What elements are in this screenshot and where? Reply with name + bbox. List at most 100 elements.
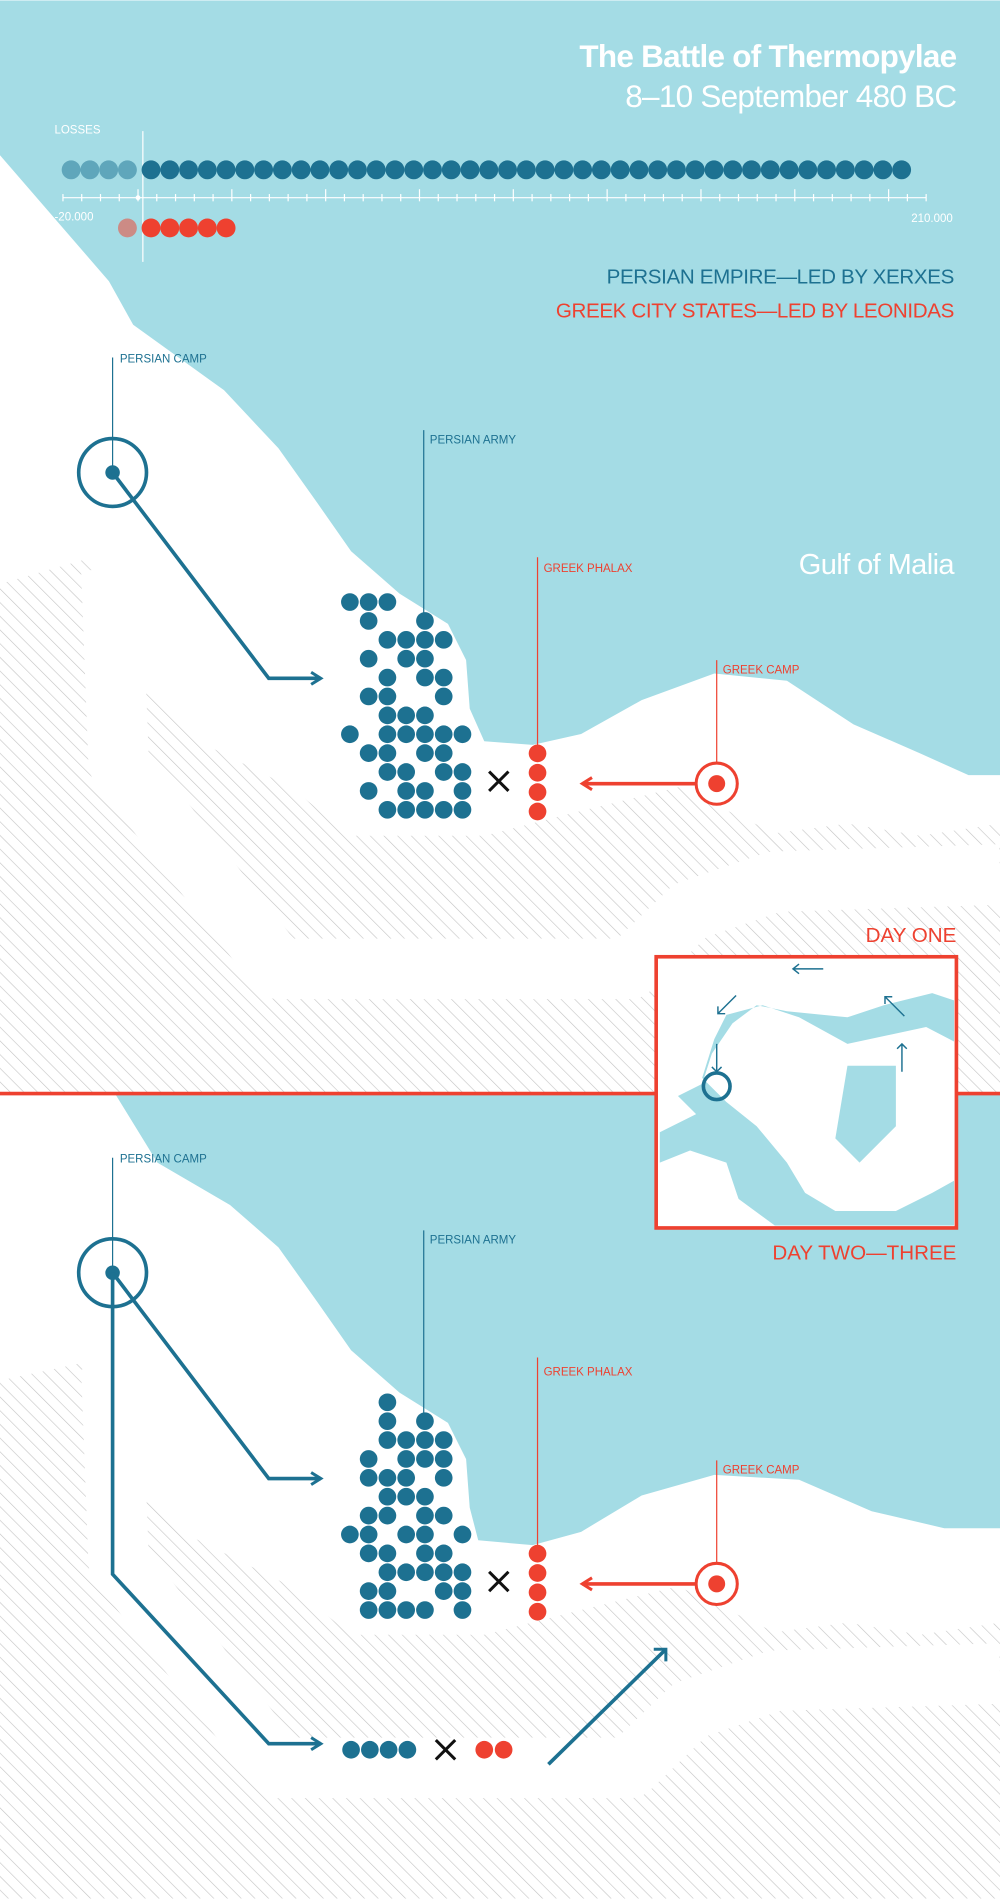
- persian-army-dot: [341, 1525, 359, 1544]
- loss-dot: [742, 160, 761, 180]
- persian-army-dot: [397, 1468, 416, 1487]
- persian-army-dot: [434, 668, 453, 687]
- title: The Battle of Thermopylae: [579, 39, 956, 74]
- persian-advance-arrow: [111, 1271, 321, 1481]
- loss-dot-faded: [99, 160, 119, 180]
- greek-rearguard-dot: [475, 1740, 494, 1759]
- loss-dot: [723, 160, 743, 180]
- persian-army-dot: [359, 1468, 378, 1487]
- persian-army-dot: [359, 782, 378, 800]
- axis-min-label: -20.000: [54, 212, 93, 224]
- persian-flank-dot: [379, 1740, 398, 1759]
- loss-dot: [216, 218, 236, 238]
- thermopylae-location-marker: [701, 1071, 732, 1102]
- loss-dot: [197, 160, 217, 180]
- greek-camp-dot: [708, 775, 726, 793]
- persian-encircle-arrow: [547, 1647, 668, 1766]
- greek-rearguard-dot: [494, 1740, 513, 1759]
- persian-army-dot: [416, 1431, 434, 1449]
- persian-flank-dot: [361, 1740, 379, 1759]
- loss-dot: [160, 218, 180, 238]
- persian-army-dot: [416, 1412, 434, 1431]
- persian-army-dot: [359, 1450, 378, 1468]
- persian-army-dot: [359, 649, 378, 668]
- persian-army-dot: [378, 1487, 397, 1506]
- persian-army-dot: [341, 725, 359, 744]
- loss-dot: [254, 160, 274, 180]
- loss-dot: [854, 160, 874, 180]
- loss-dot: [817, 160, 837, 180]
- loss-dot: [610, 160, 630, 180]
- arrowhead-icon: [653, 1647, 668, 1662]
- loss-dot: [272, 160, 292, 180]
- persian-army-dot: [378, 687, 397, 706]
- persian-army-dot: [434, 725, 453, 744]
- loss-dot-faded: [80, 160, 100, 180]
- persian-army-dot: [434, 1544, 453, 1563]
- persian-army-dot: [397, 763, 416, 781]
- losses-axis: [62, 189, 927, 202]
- loss-dot: [179, 160, 199, 180]
- road: [81, 1367, 1000, 1799]
- day-two-three-annotations: PERSIAN CAMP PERSIAN ARMY GREEK PHALAX G…: [120, 1154, 800, 1477]
- persian-army-label: PERSIAN ARMY: [430, 434, 517, 446]
- persian-army-dot: [416, 725, 434, 744]
- clash-x-icon: [488, 770, 510, 792]
- loss-dot: [648, 160, 668, 180]
- greek-phalanx-dot: [528, 1564, 547, 1582]
- panel-day-one-map: [0, 0, 1000, 1094]
- persian-army-dot: [397, 800, 416, 819]
- loss-dot: [516, 160, 536, 180]
- greek-phalanx-dot: [528, 783, 547, 801]
- loss-dot: [629, 160, 649, 180]
- loss-dot: [179, 218, 199, 238]
- persian-army-dot: [397, 1450, 416, 1468]
- persian-army-dot: [378, 1544, 397, 1563]
- axis-max-label: 210.000: [911, 213, 953, 225]
- persian-flank-dot: [398, 1740, 417, 1759]
- loss-dot: [404, 160, 424, 180]
- loss-dot: [591, 160, 611, 180]
- loss-dot: [385, 160, 405, 180]
- greek-phalanx-dot: [528, 744, 547, 763]
- loss-dot: [197, 218, 217, 238]
- loss-dot: [798, 160, 818, 180]
- persian-army-dot: [397, 1525, 416, 1544]
- persian-camp-label: PERSIAN CAMP: [120, 353, 207, 365]
- greek-camp-label: GREEK CAMP: [723, 1465, 800, 1477]
- greek-phalanx-label: GREEK PHALAX: [544, 1367, 633, 1379]
- persian-army-dot: [397, 630, 416, 649]
- persian-army-dot: [397, 1563, 416, 1582]
- persian-army-dot: [434, 687, 453, 706]
- persian-army-dot: [359, 1544, 378, 1563]
- loss-dot: [873, 160, 893, 180]
- persian-army-dot: [359, 687, 378, 706]
- legend-greek: GREEK CITY STATES—LED BY LEONIDAS: [556, 300, 954, 323]
- persian-army-dot: [359, 1506, 378, 1525]
- persian-army-dot: [378, 744, 397, 762]
- persian-army-dot: [416, 1450, 434, 1468]
- loss-dot: [498, 160, 518, 180]
- persian-army-dot: [416, 706, 434, 725]
- losses-label: LOSSES: [54, 125, 100, 137]
- arrowhead-icon: [579, 1576, 593, 1592]
- persian-army-dot: [359, 593, 378, 611]
- loss-dot: [479, 160, 499, 180]
- greek-phalanx-dot: [528, 1544, 547, 1563]
- persian-army-label: PERSIAN ARMY: [430, 1235, 517, 1247]
- persian-army-dot: [416, 1525, 434, 1544]
- persian-army-dot: [378, 593, 397, 611]
- persian-army-dot: [434, 1563, 453, 1582]
- persian-army-dot: [416, 612, 434, 630]
- movement-arrows-icon: [711, 963, 908, 1073]
- persian-army-dot: [378, 1468, 397, 1487]
- loss-dot: [310, 160, 330, 180]
- persian-army-dot: [359, 1601, 378, 1619]
- persian-army-dot: [397, 1487, 416, 1506]
- persian-army-dot: [434, 630, 453, 649]
- gulf-of-malia-label: Gulf of Malia: [799, 549, 956, 581]
- loss-dot: [441, 160, 461, 180]
- persian-army-dot: [453, 1601, 472, 1619]
